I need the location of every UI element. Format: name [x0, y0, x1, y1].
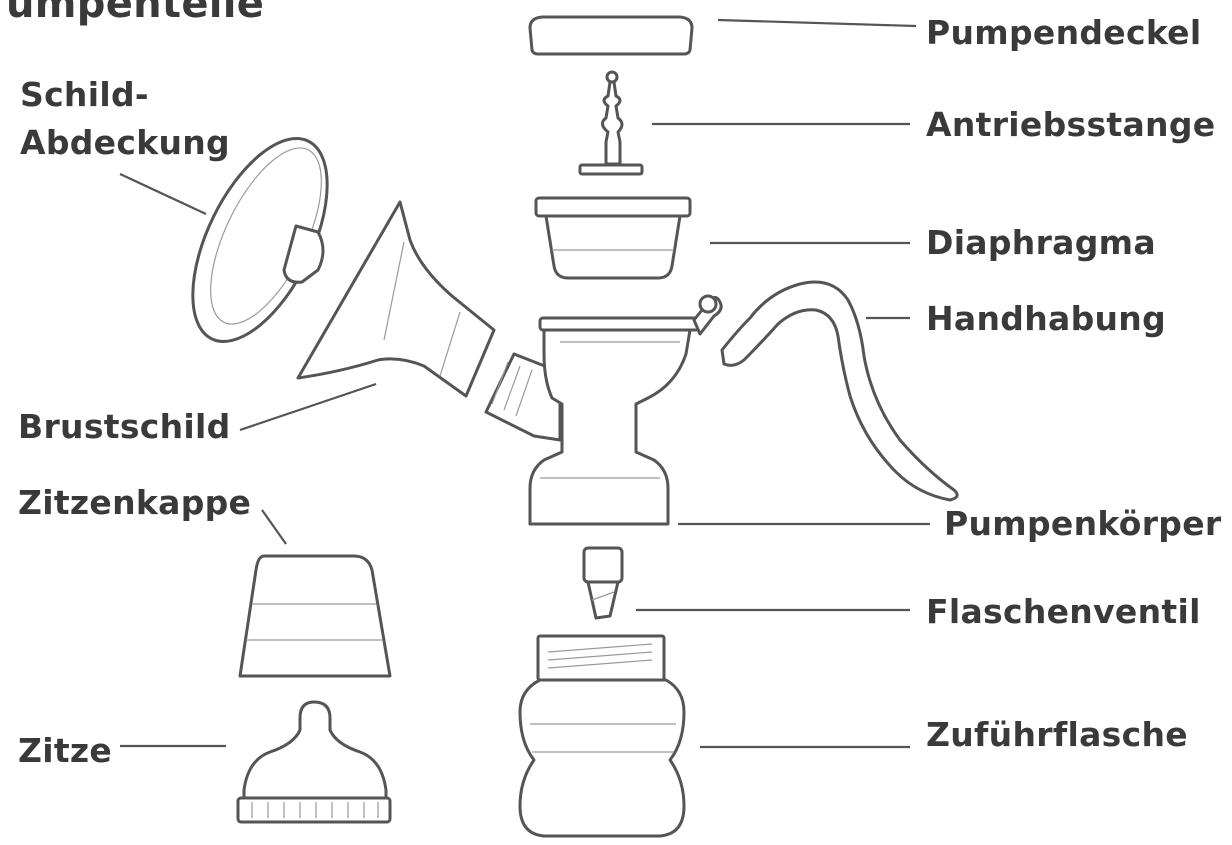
- pump-body-part: [528, 294, 723, 526]
- breast-shield-part: [296, 200, 496, 398]
- diaphragm-part: [534, 196, 692, 280]
- leader-pumpendeckel: [717, 18, 917, 28]
- drive-rod-part: [578, 70, 644, 176]
- label-flaschenventil: Flaschenventil: [926, 592, 1201, 631]
- teat-part: [236, 700, 392, 824]
- leader-lines: [119, 18, 930, 749]
- label-pumpendeckel: Pumpendeckel: [926, 13, 1202, 52]
- label-brustschild: Brustschild: [18, 407, 231, 446]
- leader-zitzenkappe: [261, 509, 287, 545]
- label-pumpenkoerper: Pumpenkörper: [944, 504, 1222, 543]
- label-schild-line1: Schild-: [20, 75, 149, 114]
- label-schild-line2: Abdeckung: [20, 123, 230, 162]
- leader-brustschild: [239, 382, 377, 432]
- feeding-bottle-part: [518, 634, 686, 838]
- bottle-valve-part: [582, 546, 624, 620]
- label-zitzenkappe: Zitzenkappe: [18, 483, 252, 522]
- label-zitze: Zitze: [18, 731, 113, 770]
- leader-schild-abdeckung: [119, 173, 207, 215]
- pump-cap-part: [528, 15, 694, 56]
- label-diaphragma: Diaphragma: [926, 223, 1156, 262]
- handle-part: [720, 280, 959, 502]
- label-handhabung: Handhabung: [926, 299, 1166, 338]
- shield-cover-part: [191, 137, 329, 343]
- teat-cap-part: [238, 554, 392, 678]
- label-antriebsstange: Antriebsstange: [926, 105, 1216, 144]
- title-fragment: umpenteile: [6, 0, 265, 27]
- label-zufuehrflasche: Zuführflasche: [926, 715, 1188, 754]
